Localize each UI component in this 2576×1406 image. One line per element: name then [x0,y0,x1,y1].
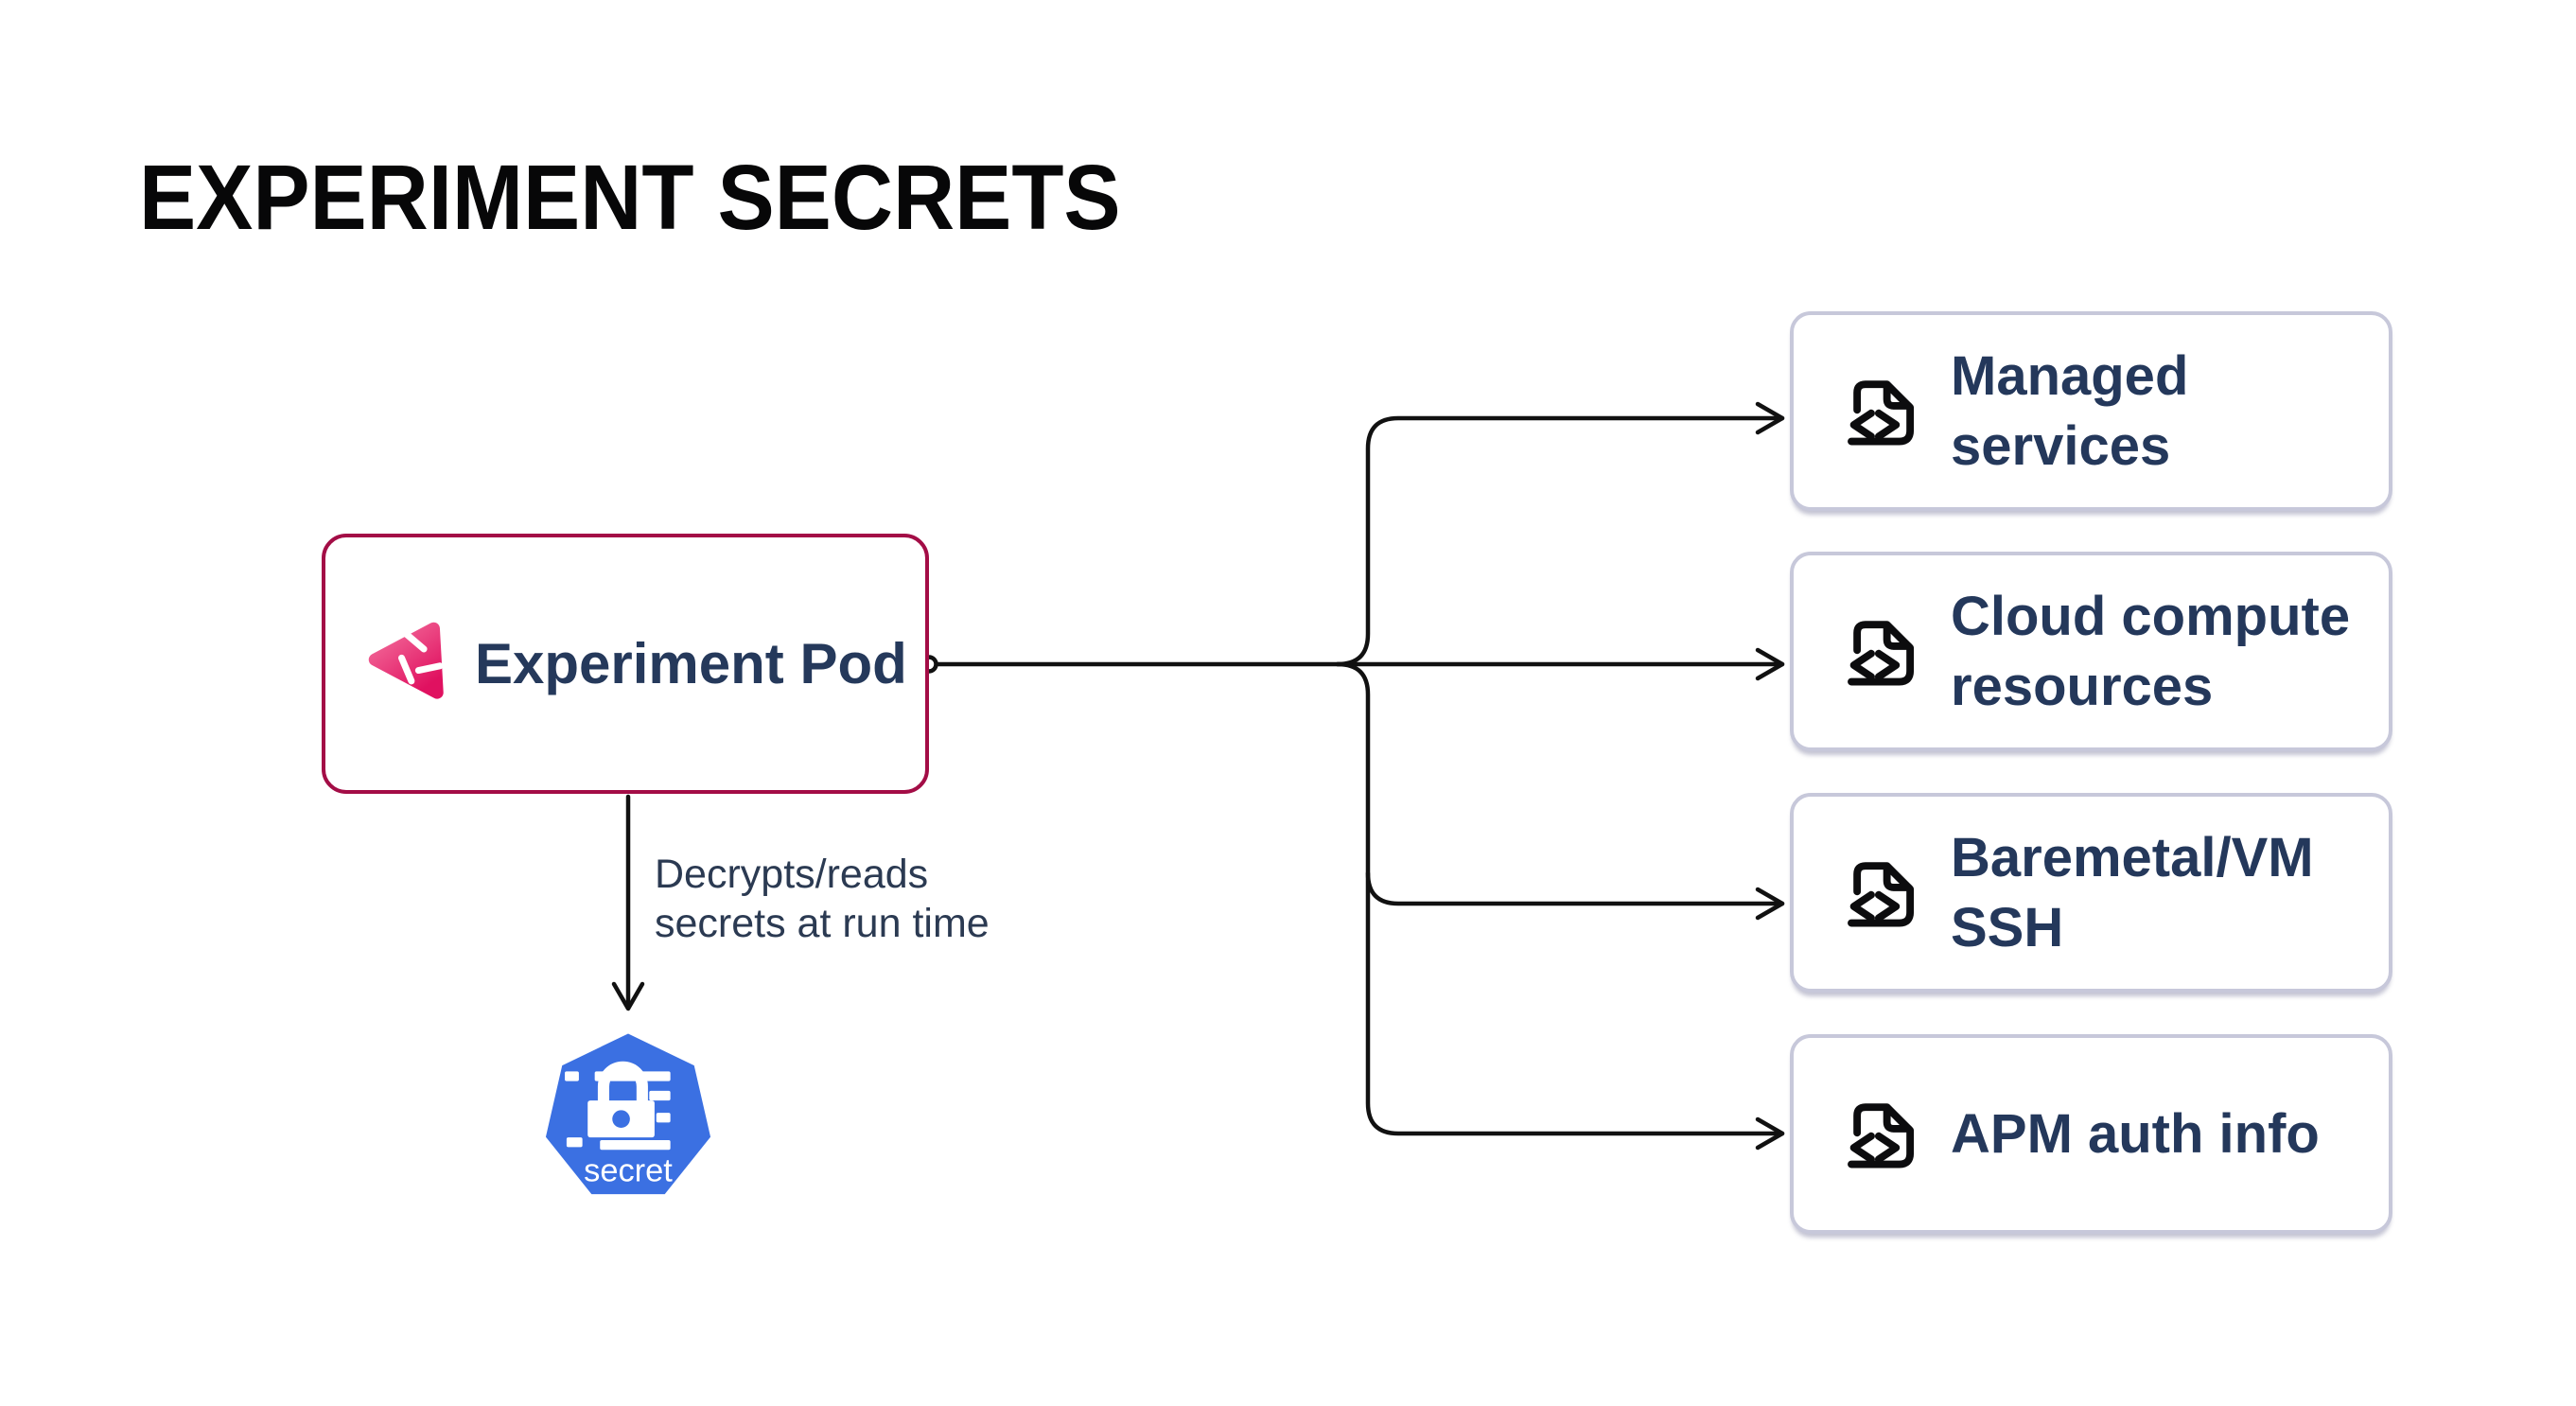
litmus-chaos-icon [368,622,444,699]
arrowhead-apm-auth [1755,1116,1785,1151]
target-label: APM auth info [1951,1102,2320,1165]
file-code-icon [1848,379,1915,445]
experiment-pod-label: Experiment Pod [475,632,907,695]
kubernetes-secret-icon: secret [545,1033,711,1195]
target-box-apm-auth-info: APM auth info [1790,1034,2392,1234]
arrowhead-secret [611,981,645,1011]
edge-annotation: Decrypts/reads secrets at run time [655,850,990,948]
arrowhead-cloud-compute [1755,647,1785,681]
lock-keyhole [612,1110,630,1128]
file-code-icon [1848,1102,1915,1168]
target-box-baremetal-vm-ssh: Baremetal/VM SSH [1790,793,2392,993]
edge-annotation-line1: Decrypts/reads [655,852,929,897]
arrowhead-baremetal [1755,887,1785,921]
file-code-icon [1848,861,1915,926]
arrowhead-managed-services [1755,401,1785,435]
lock-shackle [597,1061,648,1104]
file-code-icon [1848,620,1915,685]
edge-pod-to-baremetal [1365,870,1785,906]
edge-pod-to-managed-services [1335,415,1785,667]
target-box-cloud-compute: Cloud compute resources [1790,552,2392,751]
edge-pod-to-apm-auth [1335,661,1785,1136]
target-label: Baremetal/VM SSH [1951,826,2314,958]
target-box-managed-services: Managed services [1790,311,2392,511]
target-label: Managed services [1951,344,2189,477]
page-title: EXPERIMENT SECRETS [139,145,1121,249]
edge-annotation-line2: secrets at run time [655,901,990,946]
secret-node-label: secret [584,1153,673,1189]
target-label: Cloud compute resources [1951,585,2351,717]
